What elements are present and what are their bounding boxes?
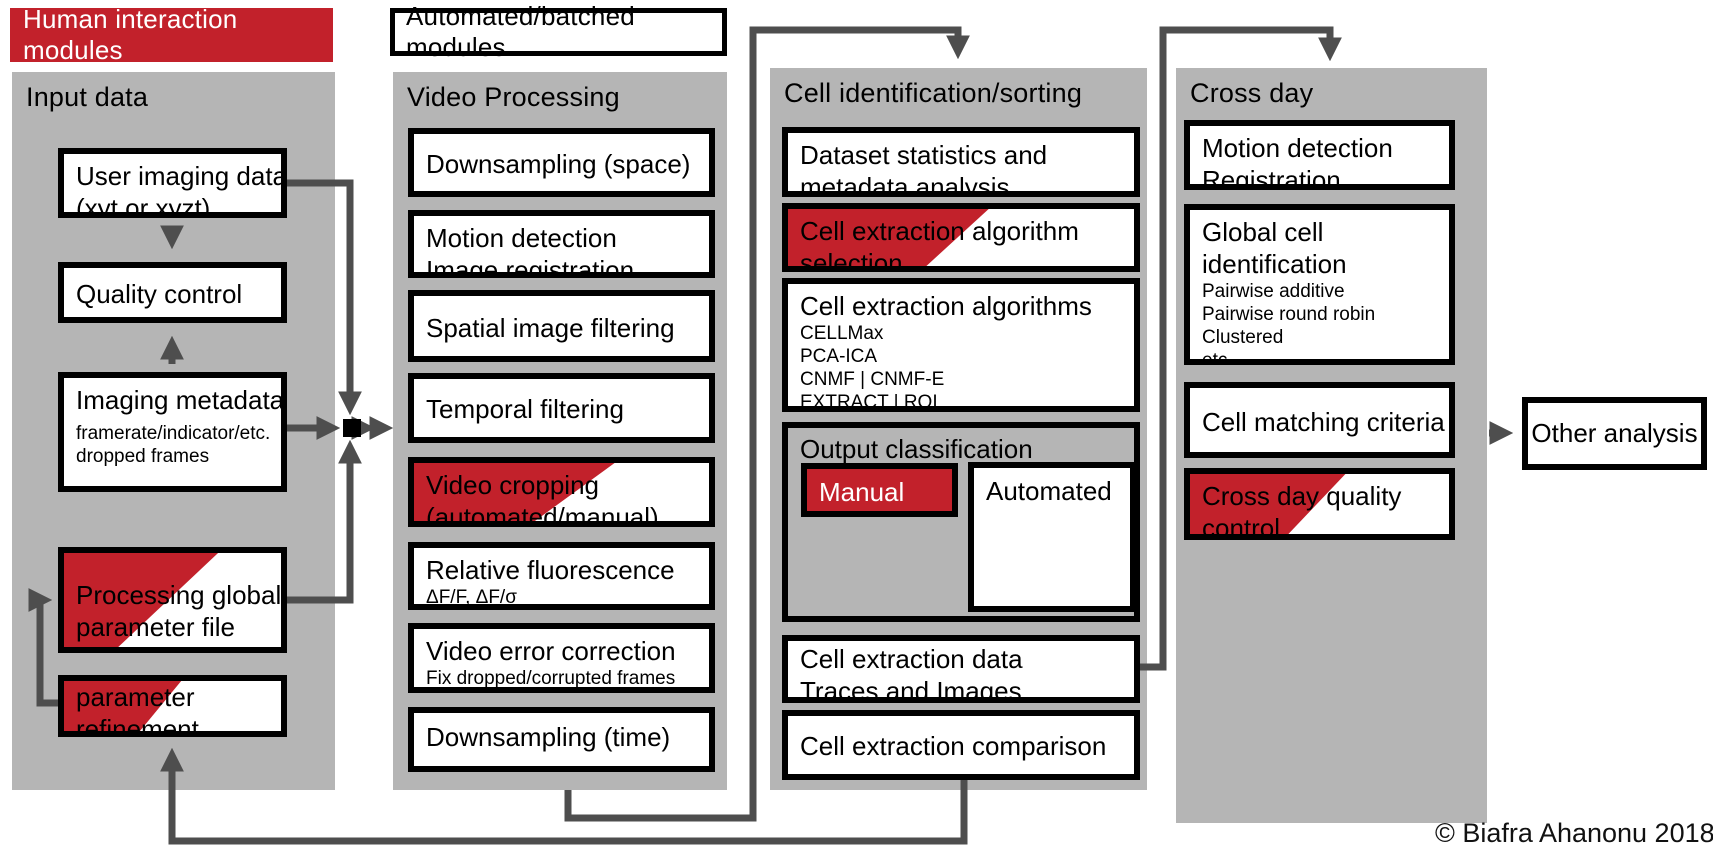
module-text-line: Pairwise additive [1202, 281, 1345, 302]
module-text-line: selection [800, 248, 903, 272]
module-text-line: EXTRACT | ROI [800, 392, 938, 412]
module-text-line: User imaging data [76, 161, 287, 191]
module-text-line: refinement [76, 714, 199, 737]
module-text-line: parameter [76, 682, 195, 712]
module-temporal-filtering: Temporal filtering [408, 373, 715, 443]
module-text-line: Processing global [76, 580, 282, 610]
module-text-line: Registration [1202, 165, 1341, 190]
module-text-line: Relative fluorescence [426, 555, 675, 585]
module-user-imaging-data: User imaging data(xyt or xyzt) [58, 148, 287, 218]
module-text-line: Motion detection [1202, 133, 1393, 163]
column-title: Video Processing [407, 82, 620, 112]
module-text-line: Fix dropped/corrupted frames [426, 668, 676, 689]
classification-label: Automated [986, 476, 1112, 506]
column-title: Input data [26, 82, 149, 112]
merge-junction-node [343, 419, 361, 437]
module-text-line: etc. [1202, 350, 1233, 365]
module-text-line: parameter file [76, 612, 235, 642]
legend-automated-batched-modules: Automated/batched modules [390, 1, 727, 62]
module-text-line: Cell matching criteria [1202, 407, 1445, 437]
module-text-line: dropped frames [76, 446, 210, 467]
module-downsampling-time: Downsampling (time) [408, 707, 715, 772]
classification-label: Manual [819, 477, 905, 507]
module-text-line: (automated/manual) [426, 502, 659, 527]
module-text-line: Image registration [426, 255, 635, 278]
module-downsampling-space: Downsampling (space) [408, 128, 715, 197]
module-spatial-image-filtering: Spatial image filtering [408, 290, 715, 362]
module-text-line: CELLMax [800, 323, 884, 344]
module-text-line: Spatial image filtering [426, 313, 675, 343]
module-text-line: Downsampling (space) [426, 149, 691, 179]
module-text-line: Quality control [76, 279, 243, 309]
classification-automated-box: Automated [968, 462, 1136, 612]
module-cell-extraction-comparison: Cell extraction comparison [782, 710, 1140, 780]
copyright-text: © Biafra Ahanonu 2018. [1435, 818, 1713, 848]
module-quality-control: Quality control [58, 262, 287, 323]
classification-manual-box: Manual [801, 463, 958, 517]
module-text-line: identification [1202, 249, 1347, 279]
module-text-line: ΔF/F, ΔF/σ [426, 587, 517, 608]
column-title: Cell identification/sorting [784, 78, 1083, 108]
module-text-line: framerate/indicator/etc. [76, 423, 271, 444]
module-text-line: Motion detection [426, 223, 617, 253]
other-analysis-box: Other analysis [1522, 397, 1707, 470]
module-text-line: control [1202, 513, 1281, 540]
module-text-line: Video cropping [426, 470, 599, 500]
legend-human-interaction-modules: Human interaction modules [10, 4, 333, 65]
module-text-line: metadata analysis [800, 172, 1010, 197]
module-text-line: (xyt or xyzt) [76, 193, 211, 218]
module-text-line: Downsampling (time) [426, 722, 671, 752]
module-text-line: PCA-ICA [800, 346, 878, 367]
module-cell-matching-criteria: Cell matching criteria [1184, 382, 1455, 458]
module-text-line: Dataset statistics and [800, 140, 1048, 170]
module-text-line: Traces and Images [800, 676, 1022, 703]
module-imaging-metadata: Imaging metadata framerate/indicator/etc.… [58, 372, 287, 492]
module-text-line: Pairwise round robin [1202, 304, 1376, 325]
module-text-line: Cell extraction comparison [800, 731, 1107, 761]
module-text-line: Cell extraction data [800, 644, 1023, 674]
module-text-line: Cell extraction algorithm [800, 216, 1079, 246]
column-title: Cross day [1190, 78, 1314, 108]
panel-title: Output classification [800, 434, 1033, 464]
module-text-line: Cross day quality [1202, 481, 1402, 511]
module-text-line: Global cell [1202, 217, 1324, 247]
module-text-line: CNMF | CNMF-E [800, 369, 945, 390]
module-text-line: Clustered [1202, 327, 1284, 348]
module-text-line: Temporal filtering [426, 394, 624, 424]
module-text-line: Imaging metadata [76, 385, 285, 415]
module-text-line: Video error correction [426, 636, 676, 666]
module-text-line: Cell extraction algorithms [800, 291, 1092, 321]
module-video-cropping: Video cropping(automated/manual) [408, 457, 715, 527]
